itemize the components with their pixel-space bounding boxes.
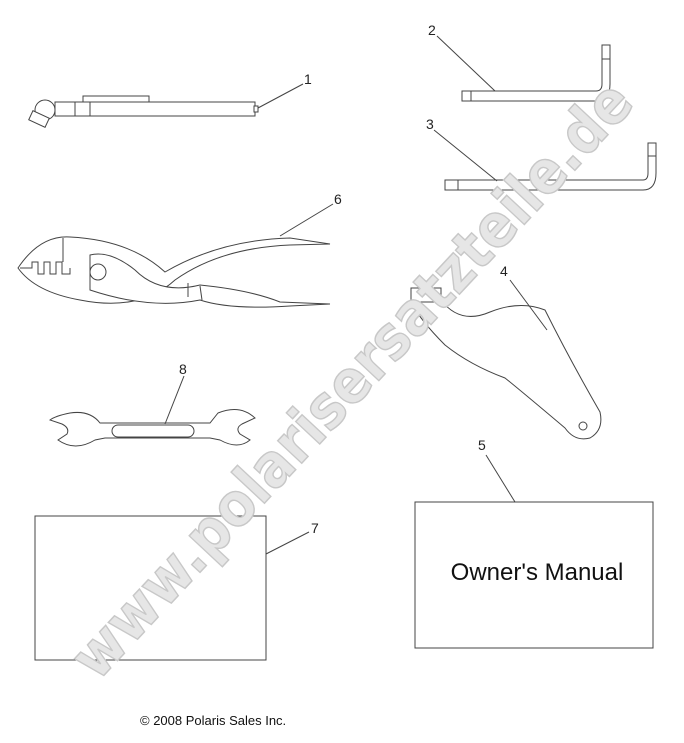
callout-5: 5: [478, 437, 486, 453]
callout-2: 2: [428, 22, 436, 38]
part-7-box: 7: [34, 515, 319, 661]
copyright: © 2008 Polaris Sales Inc.: [140, 713, 286, 728]
callout-6: 6: [334, 191, 342, 207]
part-8-open-end-wrench: 8: [48, 361, 256, 447]
part-2-hex-key: 2: [428, 22, 611, 102]
callout-1: 1: [304, 71, 312, 87]
callout-7: 7: [311, 520, 319, 536]
part-3-hex-key: 3: [426, 116, 657, 191]
callout-4: 4: [500, 263, 508, 279]
part-1-tire-gauge: 1: [28, 71, 312, 128]
part-4-spanner-wrench: 4: [410, 263, 602, 440]
part-6-pliers: 6: [17, 191, 342, 308]
callout-3: 3: [426, 116, 434, 132]
callout-8: 8: [179, 361, 187, 377]
part-5-owners-manual: Owner's Manual 5: [414, 437, 654, 649]
owners-manual-label: Owner's Manual: [451, 559, 624, 586]
